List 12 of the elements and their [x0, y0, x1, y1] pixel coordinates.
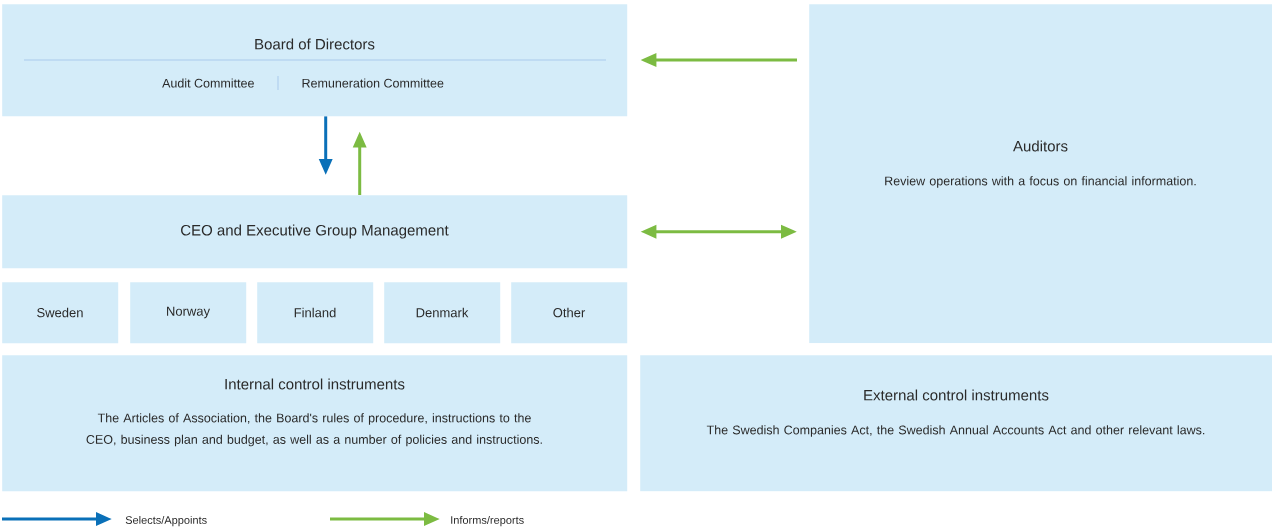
- management-box: CEO and Executive Group Management: [2, 195, 628, 269]
- region-box: Other: [511, 282, 628, 344]
- legend-label: Selects/Appoints: [125, 515, 207, 527]
- region-box: Denmark: [384, 282, 501, 344]
- legend-label: Informs/reports: [451, 515, 524, 527]
- instruments-box: External control instruments The Swedish Companies Act, the Swedish Annual Accounts Act and other relevant laws.: [640, 355, 1272, 492]
- instruments-box: Internal control instruments The Articles of Association, the Board's rules of procedure, instructions to the CEO, business plan and budget, as well as a number of policies and instructions.: [2, 355, 628, 492]
- region-box: Finland: [257, 282, 374, 344]
- auditors-box: Auditors Review operations with a focus on financial information.: [809, 4, 1272, 344]
- region-box: Norway: [130, 282, 247, 344]
- region-box: Sweden: [2, 282, 119, 344]
- board-box: Board of Directors Audit Committee Remuneration Committee: [2, 4, 628, 117]
